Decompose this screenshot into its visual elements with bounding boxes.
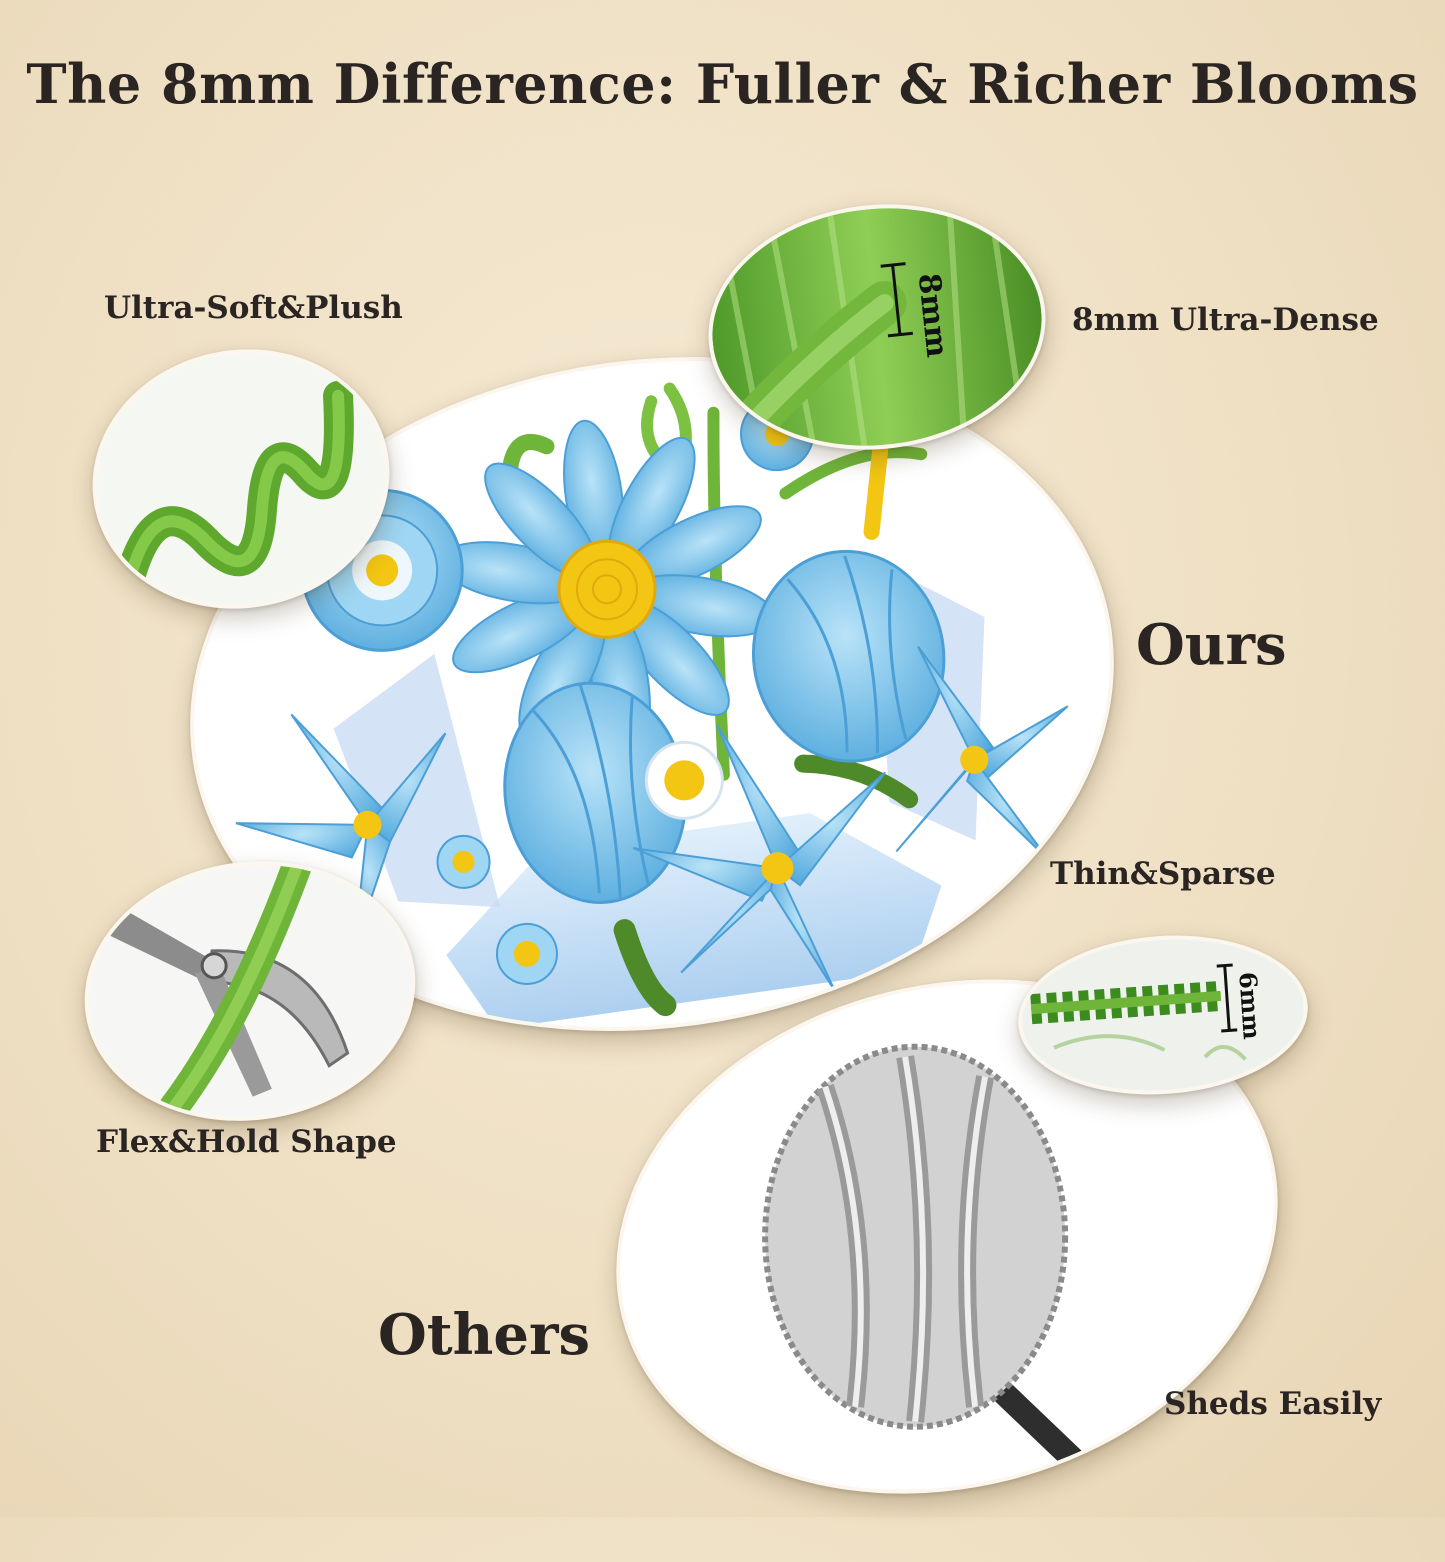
spiral-illustration (76, 330, 406, 628)
label-8mm-dense: 8mm Ultra-Dense (1072, 302, 1379, 338)
spiral-pipe-cleaner-image (71, 326, 411, 632)
dense-closeup-illustration: 8mm (700, 192, 1054, 462)
label-sheds-easily: Sheds Easily (1164, 1386, 1382, 1422)
dense-pipe-cleaner-image: 8mm (696, 188, 1058, 466)
bouquet-image (146, 298, 1158, 1090)
pliers-image (67, 840, 433, 1142)
page-title: The 8mm Difference: Fuller & Richer Bloo… (26, 52, 1419, 116)
thin-pipe-cleaner-image: 6mm (1012, 926, 1314, 1104)
measure-6mm-text: 6mm (1233, 971, 1267, 1040)
bouquet-illustration (235, 382, 1069, 1029)
label-ultra-soft: Ultra-Soft&Plush (104, 290, 403, 326)
heading-ours: Ours (1136, 612, 1287, 678)
heading-others: Others (378, 1302, 591, 1368)
label-flex-hold: Flex&Hold Shape (96, 1124, 397, 1160)
label-thin-sparse: Thin&Sparse (1050, 856, 1276, 892)
thin-closeup-illustration: 6mm (1017, 930, 1309, 1100)
pliers-illustration (72, 844, 428, 1138)
